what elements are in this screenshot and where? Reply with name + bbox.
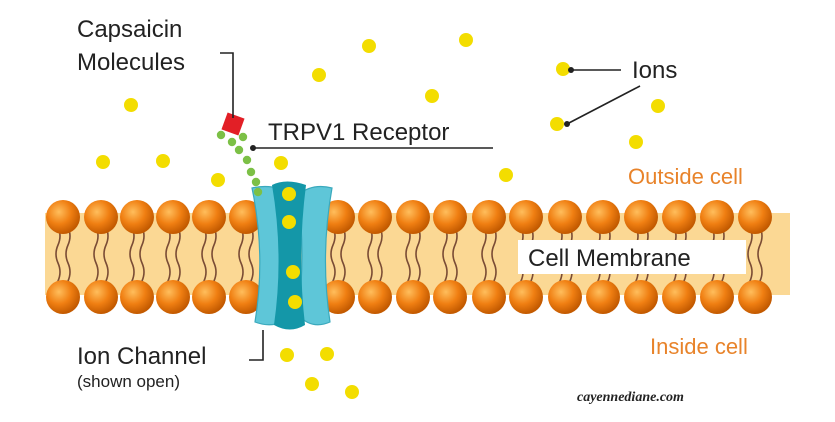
phospholipid-icon xyxy=(84,200,118,234)
yellow-dot-icon xyxy=(550,117,564,131)
phospholipid-icon xyxy=(662,200,696,234)
yellow-dot-icon xyxy=(286,265,300,279)
yellow-dot-icon xyxy=(124,98,138,112)
phospholipid-icon xyxy=(358,280,392,314)
phospholipid-icon xyxy=(548,200,582,234)
channel-label: Ion Channel xyxy=(77,343,206,370)
yellow-dot-icon xyxy=(556,62,570,76)
phospholipid-icon xyxy=(624,280,658,314)
peptide-bead xyxy=(216,130,226,140)
yellow-dot-icon xyxy=(282,187,296,201)
phospholipid-icon xyxy=(358,200,392,234)
yellow-dot-icon xyxy=(345,385,359,399)
capsaicin-leader xyxy=(220,52,234,118)
peptide-bead xyxy=(251,177,261,187)
yellow-dot-icon xyxy=(312,68,326,82)
leader-lines xyxy=(220,52,641,361)
phospholipid-icon xyxy=(396,280,430,314)
yellow-dot-icon xyxy=(425,89,439,103)
phospholipid-icon xyxy=(46,280,80,314)
yellow-dot-icon xyxy=(629,135,643,149)
phospholipid-icon xyxy=(662,280,696,314)
phospholipid-icon xyxy=(84,280,118,314)
ions-leader-2 xyxy=(566,85,641,125)
yellow-dot-icon xyxy=(211,173,225,187)
phospholipid-icon xyxy=(156,200,190,234)
phospholipid-icon xyxy=(509,200,543,234)
phospholipid-icon xyxy=(624,200,658,234)
channel-leader xyxy=(249,330,264,361)
phospholipid-icon xyxy=(192,200,226,234)
phospholipid-icon xyxy=(472,200,506,234)
phospholipid-icon xyxy=(472,280,506,314)
phospholipid-icon xyxy=(700,200,734,234)
yellow-dot-icon xyxy=(96,155,110,169)
yellow-dot-icon xyxy=(156,154,170,168)
capsaicin-label-line1: Capsaicin xyxy=(77,16,182,43)
yellow-dot-icon xyxy=(305,377,319,391)
yellow-dot-icon xyxy=(282,215,296,229)
peptide-bead xyxy=(253,187,263,197)
yellow-dot-icon xyxy=(288,295,302,309)
phospholipid-icon xyxy=(509,280,543,314)
yellow-dot-icon xyxy=(459,33,473,47)
phospholipid-icon xyxy=(321,280,355,314)
phospholipid-icon xyxy=(321,200,355,234)
outside-cell-label: Outside cell xyxy=(628,164,743,189)
credit-label: cayennediane.com xyxy=(577,390,684,405)
yellow-dot-icon xyxy=(362,39,376,53)
ions-label: Ions xyxy=(632,57,677,84)
receptor-chain xyxy=(216,130,263,197)
ion-channel-icon xyxy=(251,181,333,330)
lipid-heads xyxy=(46,200,772,314)
phospholipid-icon xyxy=(548,280,582,314)
inside-cell-label: Inside cell xyxy=(650,334,748,359)
yellow-dot-icon xyxy=(280,348,294,362)
yellow-dot-icon xyxy=(320,347,334,361)
phospholipid-icon xyxy=(433,200,467,234)
phospholipid-icon xyxy=(229,200,263,234)
receptor-leader-dot xyxy=(250,145,256,151)
ions-group xyxy=(96,33,665,399)
peptide-bead xyxy=(238,132,248,142)
yellow-dot-icon xyxy=(651,99,665,113)
yellow-dot-icon xyxy=(274,156,288,170)
membrane-label-bg xyxy=(518,240,746,274)
phospholipid-icon xyxy=(192,280,226,314)
phospholipid-icon xyxy=(738,280,772,314)
phospholipid-icon xyxy=(700,280,734,314)
yellow-dot-icon xyxy=(499,168,513,182)
membrane-label: Cell Membrane xyxy=(528,245,691,272)
receptor-label: TRPV1 Receptor xyxy=(268,119,449,146)
channel-note-label: (shown open) xyxy=(77,372,180,391)
phospholipid-icon xyxy=(156,280,190,314)
phospholipid-icon xyxy=(120,200,154,234)
phospholipid-icon xyxy=(46,200,80,234)
phospholipid-icon xyxy=(120,280,154,314)
ions-leader-dot-1 xyxy=(568,67,574,73)
phospholipid-icon xyxy=(433,280,467,314)
phospholipid-icon xyxy=(396,200,430,234)
peptide-bead xyxy=(242,155,252,165)
capsaicin-label-line2: Molecules xyxy=(77,49,185,76)
phospholipid-icon xyxy=(738,200,772,234)
phospholipid-icon xyxy=(586,200,620,234)
ions-leader-dot-2 xyxy=(564,121,570,127)
red-square-icon xyxy=(221,112,245,136)
peptide-bead xyxy=(227,137,237,147)
peptide-bead xyxy=(246,167,256,177)
peptide-bead xyxy=(234,145,244,155)
phospholipid-icon xyxy=(229,280,263,314)
phospholipid-icon xyxy=(586,280,620,314)
